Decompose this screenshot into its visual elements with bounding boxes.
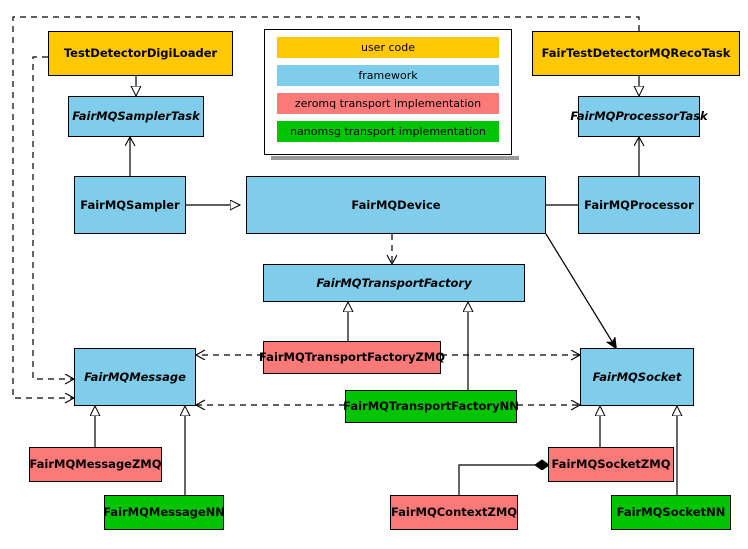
node-label: FairMQDevice [351,197,441,212]
node-fairmq-context-zmq[interactable]: FairMQContextZMQ [390,495,518,530]
legend-label: user code [360,41,416,54]
node-label: FairMQMessageNN [103,505,225,520]
node-fairmq-transport-factory-zmq[interactable]: FairMQTransportFactoryZMQ [259,341,445,374]
legend: user code framework zeromq transport imp… [264,29,519,160]
legend-label: framework [358,69,418,82]
legend-item-zeromq: zeromq transport implementation [277,93,499,114]
node-label: FairMQSocketNN [616,505,726,520]
node-label: FairMQProcessorTask [570,109,708,124]
node-fairmq-device[interactable]: FairMQDevice [246,176,546,234]
node-label: FairMQMessage [84,369,186,384]
legend-label: nanomsg transport implementation [290,125,486,138]
legend-item-nanomsg: nanomsg transport implementation [277,121,499,142]
node-label: FairMQTransportFactory [316,275,472,290]
node-label: FairMQSampler [80,197,180,212]
node-fairmq-socket-zmq[interactable]: FairMQSocketZMQ [548,447,674,482]
node-label: FairMQSocketZMQ [551,457,671,472]
node-label: FairMQTransportFactoryZMQ [259,350,446,365]
node-label: FairMQProcessor [584,197,694,212]
edge-device-socket [545,233,616,348]
node-label: FairMQTransportFactoryNN [343,399,519,414]
node-fairmq-transport-factory-nn[interactable]: FairMQTransportFactoryNN [343,390,519,423]
node-label: FairMQMessageZMQ [29,457,162,472]
node-fairmq-processor[interactable]: FairMQProcessor [578,176,700,234]
node-fairmq-message[interactable]: FairMQMessage [74,348,196,406]
node-label: FairMQSamplerTask [72,109,200,124]
node-fairmq-sampler[interactable]: FairMQSampler [74,176,186,234]
node-fairmq-transport-factory[interactable]: FairMQTransportFactory [263,264,525,302]
node-fairmq-processor-task[interactable]: FairMQProcessorTask [570,96,708,137]
node-fairmq-socket[interactable]: FairMQSocket [580,348,694,406]
node-label: FairTestDetectorMQRecoTask [541,46,731,61]
edge-socketzmq-contextzmq [458,465,548,495]
legend-label: zeromq transport implementation [294,97,482,110]
node-fairmq-sampler-task[interactable]: FairMQSamplerTask [68,96,204,137]
legend-item-user-code: user code [277,37,499,58]
node-fairmq-message-nn[interactable]: FairMQMessageNN [103,495,225,530]
node-fair-test-detector-mq-reco-task[interactable]: FairTestDetectorMQRecoTask [532,31,740,76]
legend-item-framework: framework [277,65,499,86]
node-label: FairMQSocket [592,369,682,384]
node-fairmq-message-zmq[interactable]: FairMQMessageZMQ [29,447,162,482]
node-test-detector-digi-loader[interactable]: TestDetectorDigiLoader [48,31,233,76]
node-fairmq-socket-nn[interactable]: FairMQSocketNN [611,495,731,530]
node-label: TestDetectorDigiLoader [63,46,218,61]
node-label: FairMQContextZMQ [390,505,518,520]
